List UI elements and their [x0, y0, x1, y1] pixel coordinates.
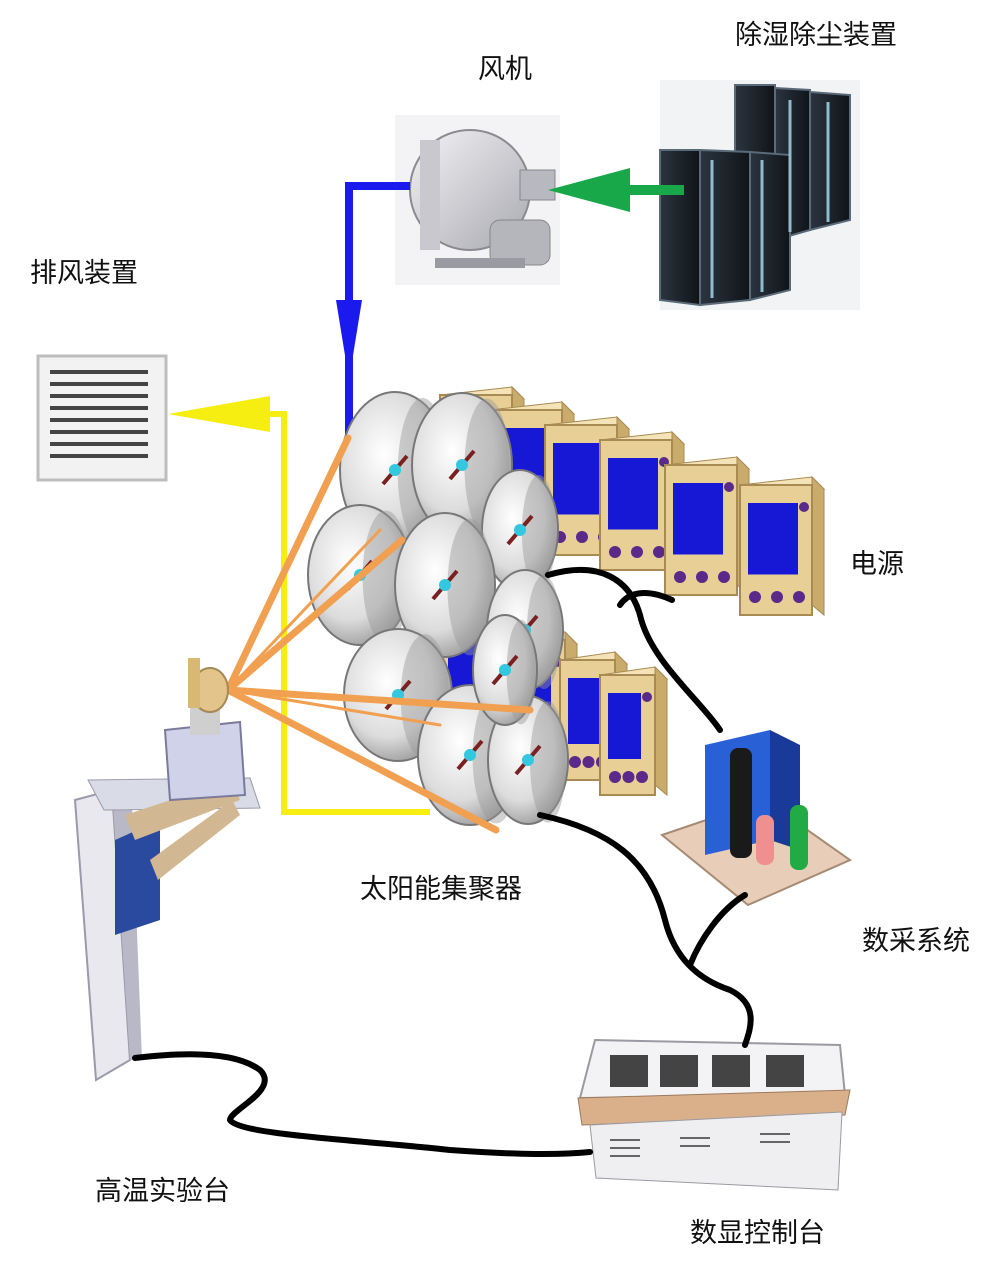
power-cabinet: [663, 455, 751, 597]
label-test-bench: 高温实验台: [95, 1176, 230, 1207]
light-beams: [224, 434, 534, 834]
cables: [132, 567, 754, 1158]
filter-unit-icon: [659, 80, 860, 310]
dish: [394, 512, 496, 658]
label-dehumidifier: 除湿除尘装置: [735, 20, 897, 51]
test-bench-icon: [73, 658, 261, 1082]
labels: 除湿除尘装置 风机 排风装置 电源 太阳能集聚器 数采系统 高温实验台 数显控制…: [30, 20, 970, 1249]
label-concentrator: 太阳能集聚器: [360, 874, 522, 905]
louver-vent-icon: [36, 354, 168, 482]
supply-duct: [336, 182, 410, 440]
label-daq: 数采系统: [862, 926, 970, 957]
label-fan: 风机: [478, 54, 532, 85]
intake-duct: [548, 168, 684, 212]
exhaust-duct: [168, 396, 430, 815]
daq-unit-icon: [659, 730, 853, 907]
fan-icon: [395, 115, 560, 285]
control-console-icon: [577, 1038, 851, 1191]
label-power: 电源: [850, 549, 904, 580]
power-cabinet: [598, 665, 669, 797]
label-exhaust: 排风装置: [30, 258, 138, 289]
power-cabinet: [738, 475, 826, 617]
label-console: 数显控制台: [690, 1218, 825, 1249]
dish: [472, 614, 538, 726]
dish: [481, 469, 559, 591]
